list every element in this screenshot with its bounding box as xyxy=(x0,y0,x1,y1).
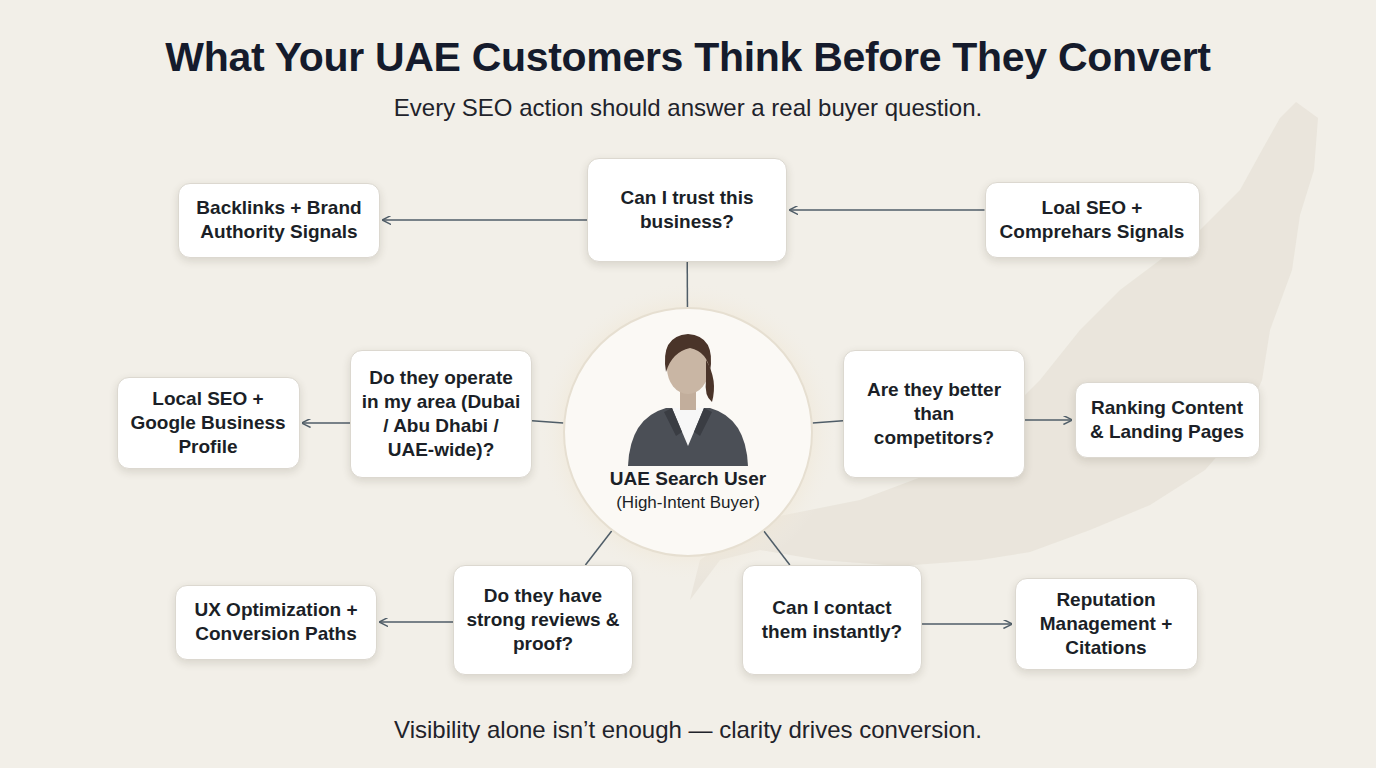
subtitle: Every SEO action should answer a real bu… xyxy=(0,94,1376,122)
person-illustration xyxy=(628,334,748,466)
connector-line xyxy=(383,219,587,221)
node-text: UX Optimization + Conversion Paths xyxy=(186,598,366,646)
question-box: Are they better than competitors? xyxy=(843,350,1025,478)
diagram-title: What Your UAE Customers Think Before The… xyxy=(0,34,1376,81)
connector-line xyxy=(1025,419,1072,421)
question-box: Can I contact them instantly? xyxy=(742,565,922,675)
persona-circle: UAE Search User(High-Intent Buyer) xyxy=(563,307,813,557)
question-box: Backlinks + Brand Authority Signals xyxy=(178,183,380,258)
connector-line xyxy=(585,531,611,565)
question-box: Do they have strong reviews & proof? xyxy=(453,565,633,675)
question-box: Reputation Management + Citations xyxy=(1015,578,1198,670)
connector-line xyxy=(813,421,843,423)
connector-line xyxy=(686,262,688,307)
question-box: UX Optimization + Conversion Paths xyxy=(175,585,377,660)
question-box: Loal SEO + Comprehars Signals xyxy=(985,182,1200,258)
question-box: Can I trust this business? xyxy=(587,158,787,262)
node-text: Are they better than competitors? xyxy=(854,378,1014,450)
node-text: Loal SEO + Comprehars Signals xyxy=(996,196,1189,244)
node-text: Can I contact them instantly? xyxy=(753,596,911,644)
question-box: Do they operate in my area (Dubai / Abu … xyxy=(350,350,532,478)
node-text: Can I trust this business? xyxy=(598,186,776,234)
question-box: Local SEO + Google Business Profile xyxy=(117,377,300,469)
center-glow xyxy=(538,282,838,582)
connector-line xyxy=(922,623,1012,625)
node-text: Do they operate in my area (Dubai / Abu … xyxy=(361,366,521,463)
connector-line xyxy=(380,621,453,623)
connector-line xyxy=(790,209,985,211)
node-text: UAE Search User xyxy=(610,467,766,492)
node-text: Reputation Management + Citations xyxy=(1026,588,1187,660)
connector-line xyxy=(764,531,790,565)
node-text: Backlinks + Brand Authority Signals xyxy=(189,196,369,244)
connector-line xyxy=(532,421,563,423)
question-box: Ranking Content & Landing Pages xyxy=(1075,382,1260,458)
center-disc xyxy=(564,308,812,556)
diagram-caption: Visibility alone isn’t enough — clarity … xyxy=(0,716,1376,744)
node-text: Local SEO + Google Business Profile xyxy=(128,387,289,459)
connector-line xyxy=(303,422,351,424)
node-text: Do they have strong reviews & proof? xyxy=(464,584,622,656)
node-text: Ranking Content & Landing Pages xyxy=(1086,396,1249,444)
node-text: (High-Intent Buyer) xyxy=(616,492,760,514)
